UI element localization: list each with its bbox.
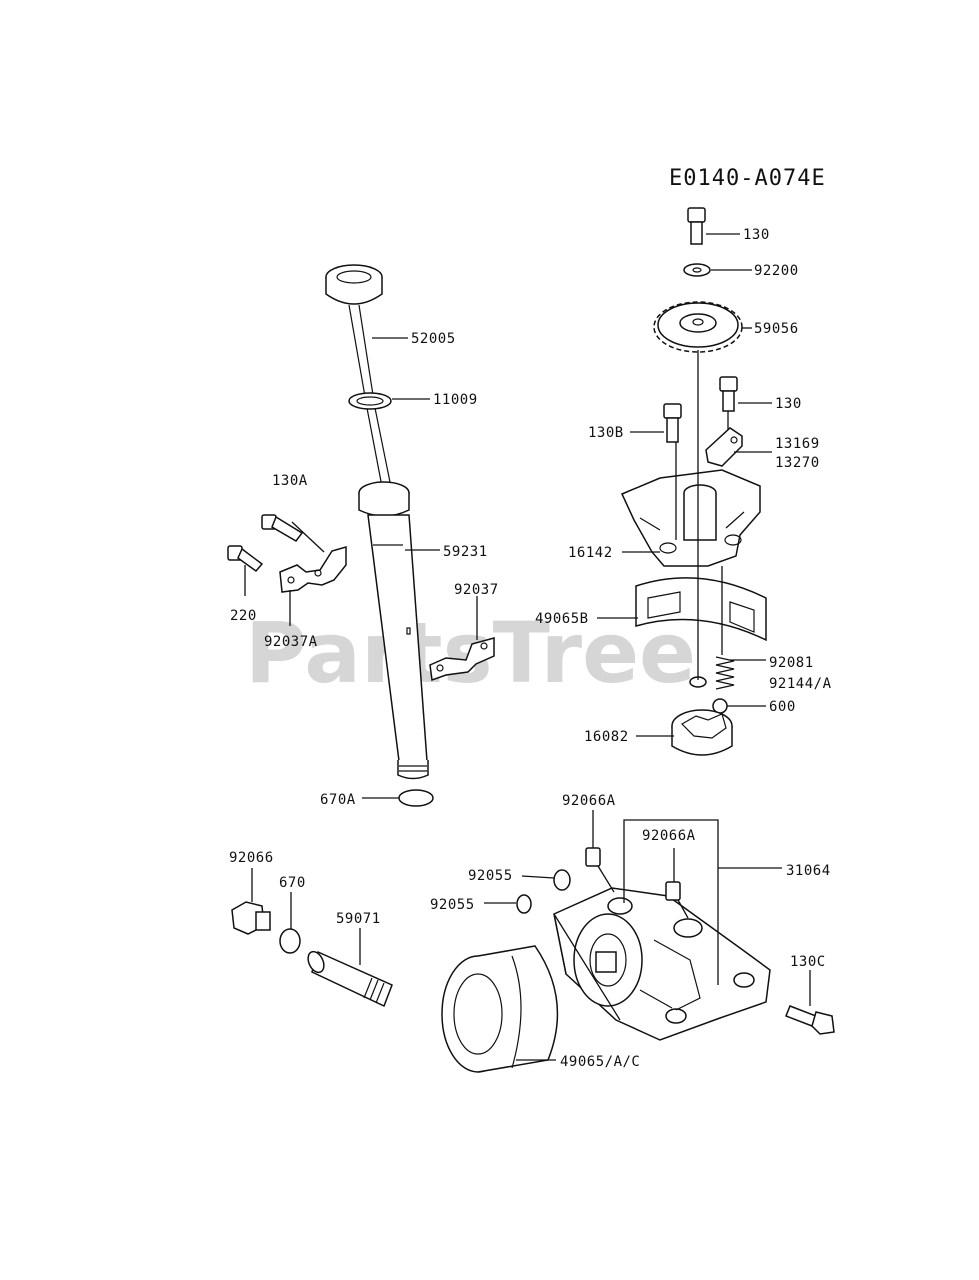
pipe-59071[interactable] (305, 949, 393, 1008)
label-13270[interactable]: 13270 (775, 455, 820, 471)
bolt-130C[interactable] (785, 1005, 835, 1035)
label-52005[interactable]: 52005 (411, 331, 456, 347)
label-59231[interactable]: 59231 (443, 544, 488, 560)
filter-housing-31064[interactable] (553, 887, 771, 1041)
label-130-mid[interactable]: 130 (775, 396, 802, 412)
label-92066A-2[interactable]: 92066A (642, 828, 696, 844)
label-130A[interactable]: 130A (272, 473, 308, 489)
bolt-130-top[interactable] (687, 207, 706, 245)
bolt-130-mid[interactable] (719, 376, 738, 412)
fitting-92066A-a[interactable] (585, 847, 601, 867)
gear-59056[interactable] (653, 301, 743, 353)
clamp-92037[interactable] (429, 637, 495, 682)
label-92055-2[interactable]: 92055 (430, 897, 475, 913)
label-11009[interactable]: 11009 (433, 392, 478, 408)
label-59056[interactable]: 59056 (754, 321, 799, 337)
strainer-49065B[interactable] (635, 577, 767, 642)
leader-lines (244, 233, 811, 1061)
label-92055-1[interactable]: 92055 (468, 868, 513, 884)
label-130-top[interactable]: 130 (743, 227, 770, 243)
bolt-130B[interactable] (663, 403, 682, 443)
label-49065AC[interactable]: 49065/A/C (560, 1054, 640, 1070)
o-ring-92055-a[interactable] (553, 869, 571, 891)
plate-13169[interactable] (705, 427, 743, 467)
label-130B[interactable]: 130B (588, 425, 624, 441)
spring-92081[interactable] (715, 656, 735, 690)
label-220[interactable]: 220 (230, 608, 257, 624)
label-92066A-1[interactable]: 92066A (562, 793, 616, 809)
drain-plug-92066[interactable] (231, 901, 271, 935)
bolt-220[interactable] (227, 545, 264, 573)
label-31064[interactable]: 31064 (786, 863, 831, 879)
label-16082[interactable]: 16082 (584, 729, 629, 745)
label-59071[interactable]: 59071 (336, 911, 381, 927)
label-49065B[interactable]: 49065B (535, 611, 589, 627)
oil-filler-tube[interactable] (358, 481, 429, 780)
o-ring-670A[interactable] (398, 789, 434, 807)
label-92037[interactable]: 92037 (454, 582, 499, 598)
o-ring-11009[interactable] (348, 392, 392, 410)
label-130C[interactable]: 130C (790, 954, 826, 970)
label-92200[interactable]: 92200 (754, 263, 799, 279)
oil-filter-49065[interactable] (441, 945, 559, 1073)
diagram-code: E0140-A074E (669, 166, 826, 191)
label-92081[interactable]: 92081 (769, 655, 814, 671)
label-13169[interactable]: 13169 (775, 436, 820, 452)
label-16142[interactable]: 16142 (568, 545, 613, 561)
label-670[interactable]: 670 (279, 875, 306, 891)
bolt-130A[interactable] (261, 514, 304, 542)
washer-92200[interactable] (683, 263, 711, 277)
o-ring-92055-b[interactable] (516, 894, 532, 914)
clamp-92037A[interactable] (279, 546, 347, 593)
oil-filler-cap[interactable] (325, 264, 383, 305)
label-600[interactable]: 600 (769, 699, 796, 715)
pump-cover-16142[interactable] (620, 469, 761, 567)
o-ring-670[interactable] (279, 928, 301, 954)
label-670A[interactable]: 670A (320, 792, 356, 808)
label-92144A[interactable]: 92144/A (769, 676, 832, 692)
rotor-16082[interactable] (671, 709, 733, 756)
label-92037A[interactable]: 92037A (264, 634, 318, 650)
label-92066[interactable]: 92066 (229, 850, 274, 866)
fitting-92066A-b[interactable] (665, 881, 681, 901)
